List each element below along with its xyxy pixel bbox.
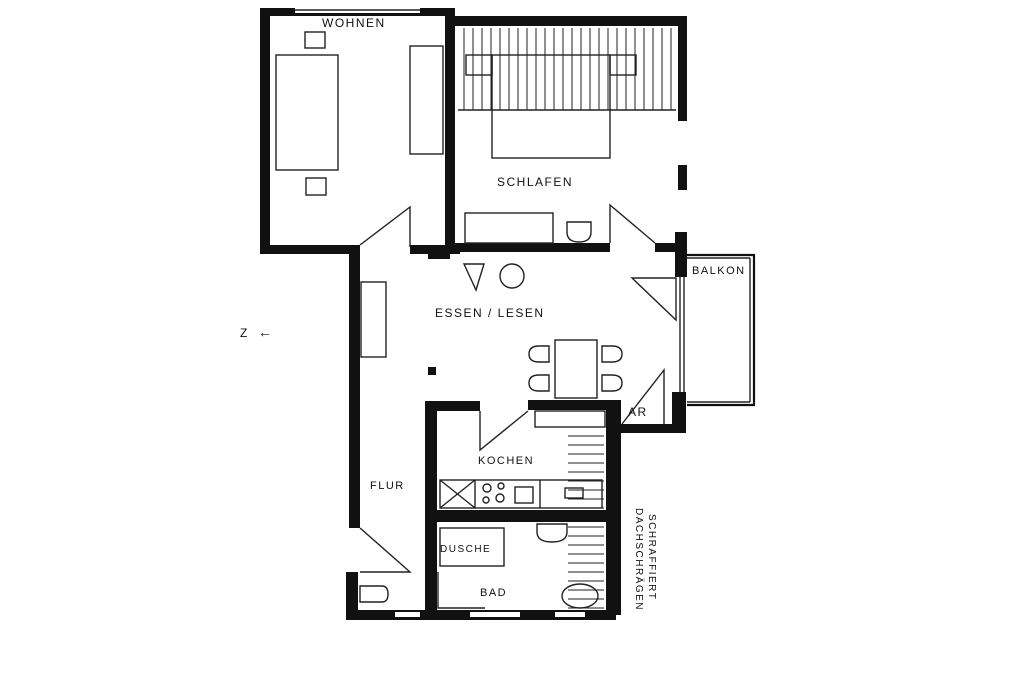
essen-lesen-room bbox=[349, 205, 687, 528]
door-swing bbox=[437, 572, 485, 609]
stove-burner bbox=[482, 496, 490, 504]
north-arrow-icon: ← bbox=[258, 324, 274, 340]
room-label-schlafen: SCHLAFEN bbox=[497, 175, 573, 189]
ar-room bbox=[610, 367, 686, 433]
roof-slope-note: DACHSCHRÄGEN SCHRAFFIERT bbox=[633, 508, 657, 611]
dresser bbox=[464, 212, 554, 244]
wall bbox=[672, 392, 686, 432]
door-swing bbox=[359, 205, 411, 247]
wall bbox=[346, 572, 358, 620]
bed bbox=[491, 54, 611, 159]
sink bbox=[514, 486, 534, 504]
wall bbox=[455, 243, 610, 252]
wall bbox=[610, 424, 686, 433]
door-swing bbox=[479, 410, 529, 452]
wall bbox=[445, 8, 455, 254]
sideboard bbox=[409, 45, 444, 155]
wall bbox=[349, 250, 360, 528]
wall bbox=[260, 8, 270, 253]
stove-burner bbox=[482, 483, 492, 493]
wall bbox=[260, 245, 360, 254]
note-line-2: SCHRAFFIERT bbox=[646, 514, 657, 600]
kitchen-counter bbox=[439, 479, 603, 509]
balkon bbox=[687, 253, 756, 407]
washbasin bbox=[561, 583, 599, 609]
kochen-room bbox=[425, 400, 621, 616]
roof-slope-hatching bbox=[463, 28, 672, 110]
armchair bbox=[462, 263, 485, 292]
wall bbox=[425, 401, 437, 616]
wall bbox=[675, 232, 687, 277]
dining-table bbox=[554, 339, 598, 399]
stove-burner bbox=[495, 493, 505, 503]
note-line-1: DACHSCHRÄGEN bbox=[633, 508, 645, 611]
wall bbox=[425, 401, 480, 411]
wohnen-room bbox=[260, 7, 460, 254]
chair bbox=[528, 345, 550, 363]
bad-room bbox=[346, 523, 616, 620]
wall bbox=[606, 400, 621, 615]
nightstand bbox=[465, 54, 493, 76]
room-label-flur: FLUR bbox=[370, 480, 405, 492]
sofa bbox=[275, 54, 339, 171]
stove-burner bbox=[497, 482, 505, 490]
room-label-kochen: KOCHEN bbox=[478, 455, 534, 467]
nightstand bbox=[609, 54, 637, 76]
door-swing bbox=[359, 527, 412, 573]
room-label-wohnen: WOHNEN bbox=[322, 16, 386, 30]
door-swing bbox=[621, 367, 665, 425]
wall bbox=[678, 165, 687, 190]
roof-slope-hatching bbox=[568, 426, 604, 509]
schlafen-room bbox=[450, 16, 687, 252]
wall bbox=[450, 16, 686, 26]
north-label: Z bbox=[240, 326, 249, 340]
chair bbox=[601, 345, 623, 363]
room-label-bad: BAD bbox=[480, 587, 507, 599]
chair bbox=[566, 221, 592, 243]
wall bbox=[678, 16, 687, 121]
armchair bbox=[304, 31, 326, 49]
room-label-dusche: DUSCHE bbox=[440, 544, 491, 555]
armchair bbox=[305, 177, 327, 196]
wall bbox=[425, 510, 621, 522]
chair bbox=[528, 374, 550, 392]
wall bbox=[655, 243, 685, 252]
shelf bbox=[360, 281, 387, 358]
toilet bbox=[536, 523, 568, 543]
room-label-ar: AR bbox=[628, 405, 648, 419]
column bbox=[428, 367, 436, 375]
wall bbox=[428, 247, 450, 259]
shower bbox=[439, 527, 505, 567]
room-label-essen-lesen: ESSEN / LESEN bbox=[435, 306, 545, 320]
wall bbox=[528, 400, 621, 410]
room-label-balkon: BALKON bbox=[692, 265, 746, 277]
toilet bbox=[359, 585, 389, 603]
door-swing bbox=[630, 277, 677, 322]
door-swing bbox=[609, 203, 656, 244]
chair bbox=[601, 374, 623, 392]
armchair bbox=[499, 263, 525, 289]
